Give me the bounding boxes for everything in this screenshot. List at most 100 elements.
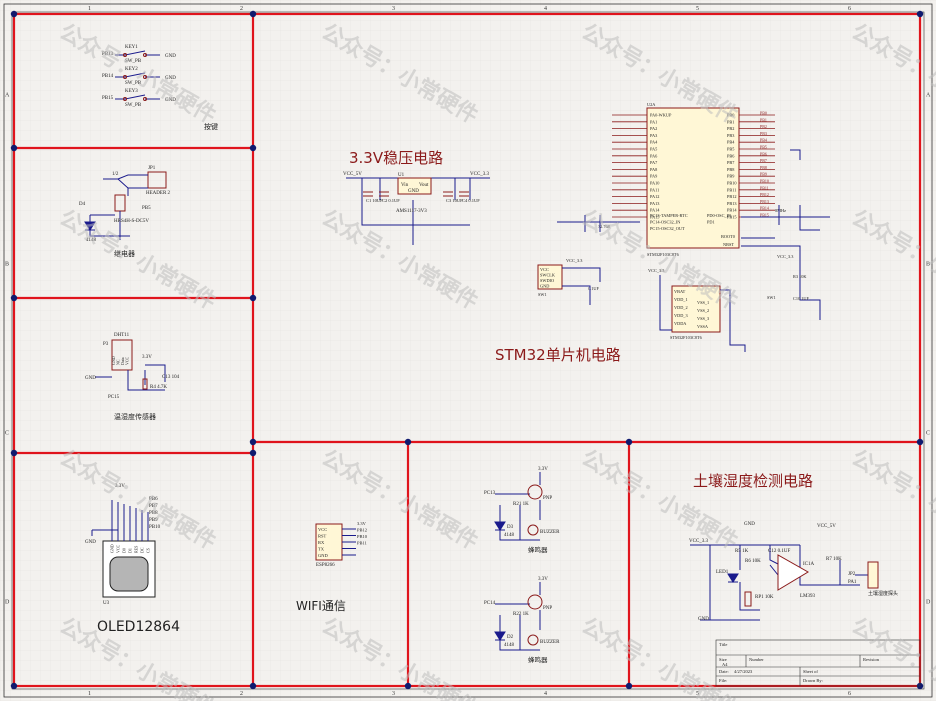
oled-pin: GND — [110, 544, 115, 553]
oled-title: OLED12864 — [97, 619, 180, 635]
regulator-vin-pin: Vin — [401, 183, 409, 188]
mcu-left-pin: PA11 — [650, 187, 659, 192]
tb-date: 4/27/2023 — [734, 669, 753, 674]
mcu-left-pin: PA8 — [650, 167, 657, 172]
border-row-C: C — [5, 431, 9, 437]
transistor-icon — [527, 484, 543, 500]
mcu-right-net: PB6 — [760, 151, 767, 156]
buzzer-d-part: 4148 — [504, 643, 515, 648]
mcu-left-pin: PA4 — [650, 140, 658, 145]
mcu-part: STM32F103C8T6 — [647, 252, 680, 257]
mcu-left-pin: PA12 — [650, 194, 659, 199]
soil-ic: IC1A — [803, 562, 815, 567]
regulator-vout-pin: Vout — [419, 183, 429, 188]
swd-cap: 0.1UF — [588, 286, 599, 291]
title-block — [715, 639, 921, 687]
tb-file-label: File: — [719, 678, 727, 683]
oled-net: PB10 — [149, 525, 161, 530]
wifi-pin: RST — [318, 534, 327, 539]
mcu-right-net: PB4 — [760, 138, 767, 143]
regulator-cap: C4 0.1UF — [462, 198, 480, 203]
border-col-bottom-5: 5 — [696, 691, 699, 697]
key-contact-icon — [123, 53, 127, 57]
buzzer-part: BUZZER — [540, 640, 560, 645]
mcu-pwr-pin-left: VDD_1 — [674, 297, 688, 302]
soil-conn: 土壤湿度探头 — [868, 590, 898, 597]
border-col-3: 3 — [392, 6, 395, 12]
regulator-title: 3.3V稳压电路 — [349, 149, 443, 167]
key-gnd: GND — [165, 98, 176, 103]
wifi-net: PB10 — [357, 534, 368, 539]
oled-net: PB8 — [149, 511, 158, 516]
buzzer-vcc: 3.3V — [538, 467, 548, 472]
buzzer-q-part: PNP — [543, 606, 552, 611]
buzzer-wire — [495, 472, 541, 541]
mcu-left-pin: PA14 — [650, 208, 660, 213]
key-contact-icon — [143, 53, 147, 57]
border-col-bottom-1: 1 — [88, 691, 91, 697]
swd-header — [537, 264, 563, 290]
key-net: PB13 — [102, 52, 114, 57]
relay-net: PB5 — [142, 206, 151, 211]
mcu-osc-pin: PC13-TAMPER-RTC — [650, 213, 688, 218]
regulator-vout: VCC_3.3 — [470, 172, 490, 177]
mcu-left-pin: PA10 — [650, 181, 659, 186]
mcu-right-pin: PB10 — [727, 181, 737, 186]
buzzer-d: D3 — [507, 525, 514, 530]
soil-vcc: VCC_5V — [817, 524, 836, 529]
wifi-net: 3.3V — [357, 521, 367, 526]
mcu-right-net: PB13 — [760, 199, 769, 204]
dht-title: 温湿度传感器 — [114, 412, 156, 421]
key-net: PB15 — [102, 96, 114, 101]
keys-title: 按键 — [204, 122, 218, 131]
relay-diode-part: 4148 — [86, 238, 97, 243]
border-row-right-A: A — [926, 93, 931, 99]
buzzer-r: R21 1K — [513, 502, 529, 507]
mcu-right-pin: PB4 — [727, 140, 735, 145]
relay-header — [147, 171, 167, 189]
relay-title: 继电器 — [114, 249, 135, 258]
mcu-right-pin: PB11 — [727, 187, 736, 192]
mcu-pwr-vcc: VCC_3.3 — [648, 268, 664, 273]
key-gnd: GND — [165, 54, 176, 59]
buzzer-title: 蜂鸣器 — [528, 545, 548, 554]
reset-r: R3 10K — [793, 274, 807, 279]
mcu-pwr-pin-right: VSS_3 — [697, 316, 709, 321]
border-col-4: 4 — [544, 6, 547, 12]
regulator-ic — [397, 177, 432, 195]
mcu-left-pin: PA6 — [650, 153, 658, 158]
buzzer-icon — [527, 634, 539, 646]
mcu-right-pin: PB2 — [727, 126, 734, 131]
oled-net: PB7 — [149, 504, 158, 509]
capacitor-icon — [363, 191, 373, 197]
key-part: SW_PB — [125, 59, 142, 64]
border-col-1: 1 — [88, 6, 91, 12]
regulator-section: 3.3V稳压电路 Vin Vout GND U1 AMS1117-3V3 VCC… — [343, 149, 490, 245]
mcu-pwr-pin-right: VSS_2 — [697, 308, 709, 313]
border-col-bottom-6: 6 — [848, 691, 851, 697]
mcu-ref: U2A — [647, 102, 656, 107]
swd-pin: VCC — [540, 267, 549, 272]
buzzer-wire — [495, 582, 541, 651]
mcu-u2a — [646, 107, 740, 249]
capacitor-icon — [379, 191, 389, 197]
section-frame — [12, 12, 922, 688]
tb-title: Title — [719, 642, 727, 647]
mcu-pwr-pin-right: VSS_1 — [697, 300, 709, 305]
soil-net: PA1 — [848, 580, 857, 585]
diode-icon — [84, 221, 96, 231]
mcu-u2b — [671, 285, 721, 333]
mcu-right-net: PB12 — [760, 192, 769, 197]
border-row-B: B — [5, 262, 9, 268]
mcu-right-net: PB8 — [760, 165, 767, 170]
tb-size-label: Size — [719, 657, 727, 662]
mcu-osc-pin: PC14-OSC32_IN — [650, 220, 680, 225]
soil-r0: R5 1K — [735, 549, 749, 554]
wifi-net: PB12 — [357, 528, 367, 533]
dht-vcc: 3.3V — [142, 355, 152, 360]
border-col-bottom-4: 4 — [544, 691, 547, 697]
mcu-osc-right-pin: PD0-OSC_IN — [707, 213, 731, 218]
soil-led: LED1 — [716, 570, 729, 575]
soil-title: 土壤湿度检测电路 — [693, 472, 813, 490]
